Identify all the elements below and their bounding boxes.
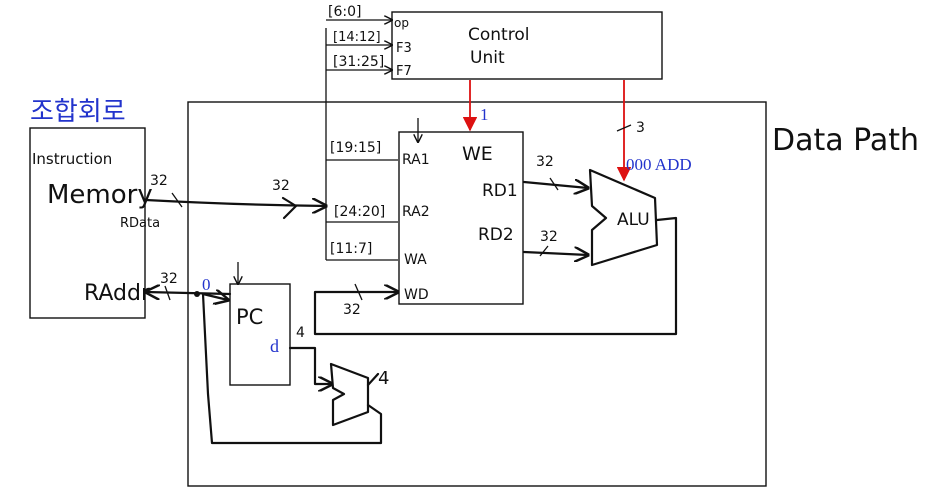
control-unit-line2: Unit — [470, 48, 505, 68]
rd2-width: 32 — [540, 229, 558, 245]
instr-bus-width-tick — [281, 196, 298, 220]
instruction-memory-box — [29, 127, 146, 319]
adder-const-wire — [366, 372, 380, 387]
wd-width-tick — [354, 283, 363, 301]
bitfield-ra2: [24:20] — [334, 204, 385, 220]
bitfield-wa: [11:7] — [330, 241, 372, 257]
pc-out-wire — [288, 346, 332, 384]
rdata-width: 32 — [150, 173, 168, 189]
port-wd: WD — [404, 287, 429, 303]
bitfield-f3: [14:12] — [333, 30, 381, 45]
adder-shape — [329, 362, 370, 427]
port-ra2: RA2 — [402, 204, 430, 220]
instruction-bus-wire — [144, 200, 326, 206]
rd1-width: 32 — [536, 154, 554, 170]
instr-bus-width: 32 — [272, 178, 290, 194]
pc-branch-dot — [194, 291, 200, 297]
rd2-wire — [522, 252, 588, 255]
control-port-f3: F3 — [396, 41, 412, 56]
pc-d-mark: d — [270, 336, 279, 356]
rd1-wire — [522, 182, 588, 188]
port-wa: WA — [404, 252, 427, 268]
datapath-label: Data Path — [772, 123, 919, 158]
rdata-width-tick — [171, 192, 183, 208]
register-file-box — [398, 131, 524, 305]
control-port-f7: F7 — [396, 64, 412, 79]
pc-box — [229, 283, 291, 386]
raddr-width-tick — [164, 285, 171, 301]
title-left: 조합회로 — [30, 97, 126, 126]
port-rd1: RD1 — [482, 181, 518, 201]
register-file-we: WE — [462, 143, 493, 165]
raddr-port-label: RAddr — [84, 281, 151, 306]
bitfield-f7: [31:25] — [333, 54, 384, 70]
control-unit-box — [391, 11, 663, 80]
port-ra1: RA1 — [402, 152, 430, 168]
alu-op-note: 000 ADD — [626, 155, 692, 174]
alu-shape — [588, 168, 659, 267]
wd-width: 32 — [343, 302, 361, 318]
we-signal-value: 1 — [480, 105, 489, 124]
bitfield-ra1: [19:15] — [330, 140, 381, 156]
instruction-memory-name-line1: Instruction — [32, 150, 112, 168]
pc-to-raddr-wire — [146, 292, 232, 294]
control-unit-line1: Control — [468, 25, 529, 45]
pc-next-wire — [201, 294, 383, 445]
alu-ctrl-width-tick — [616, 124, 632, 132]
rd1-width-tick — [549, 177, 559, 191]
pc-label: PC — [236, 305, 263, 329]
pc-out-width: 4 — [296, 325, 305, 341]
pc-in-mark: 0 — [202, 275, 211, 294]
alu-ctrl-width: 3 — [636, 120, 645, 136]
port-rd2: RD2 — [478, 225, 514, 245]
bitfield-op: [6:0] — [328, 4, 361, 20]
instruction-memory-name-line2: Memory — [47, 180, 153, 210]
adder-const: 4 — [378, 368, 389, 389]
rdata-port-label: RData — [120, 216, 160, 231]
rd2-width-tick — [539, 245, 549, 257]
alu-label: ALU — [617, 210, 650, 230]
control-port-op: op — [394, 16, 409, 30]
alu-result-wire — [313, 216, 678, 336]
raddr-width: 32 — [160, 271, 178, 287]
